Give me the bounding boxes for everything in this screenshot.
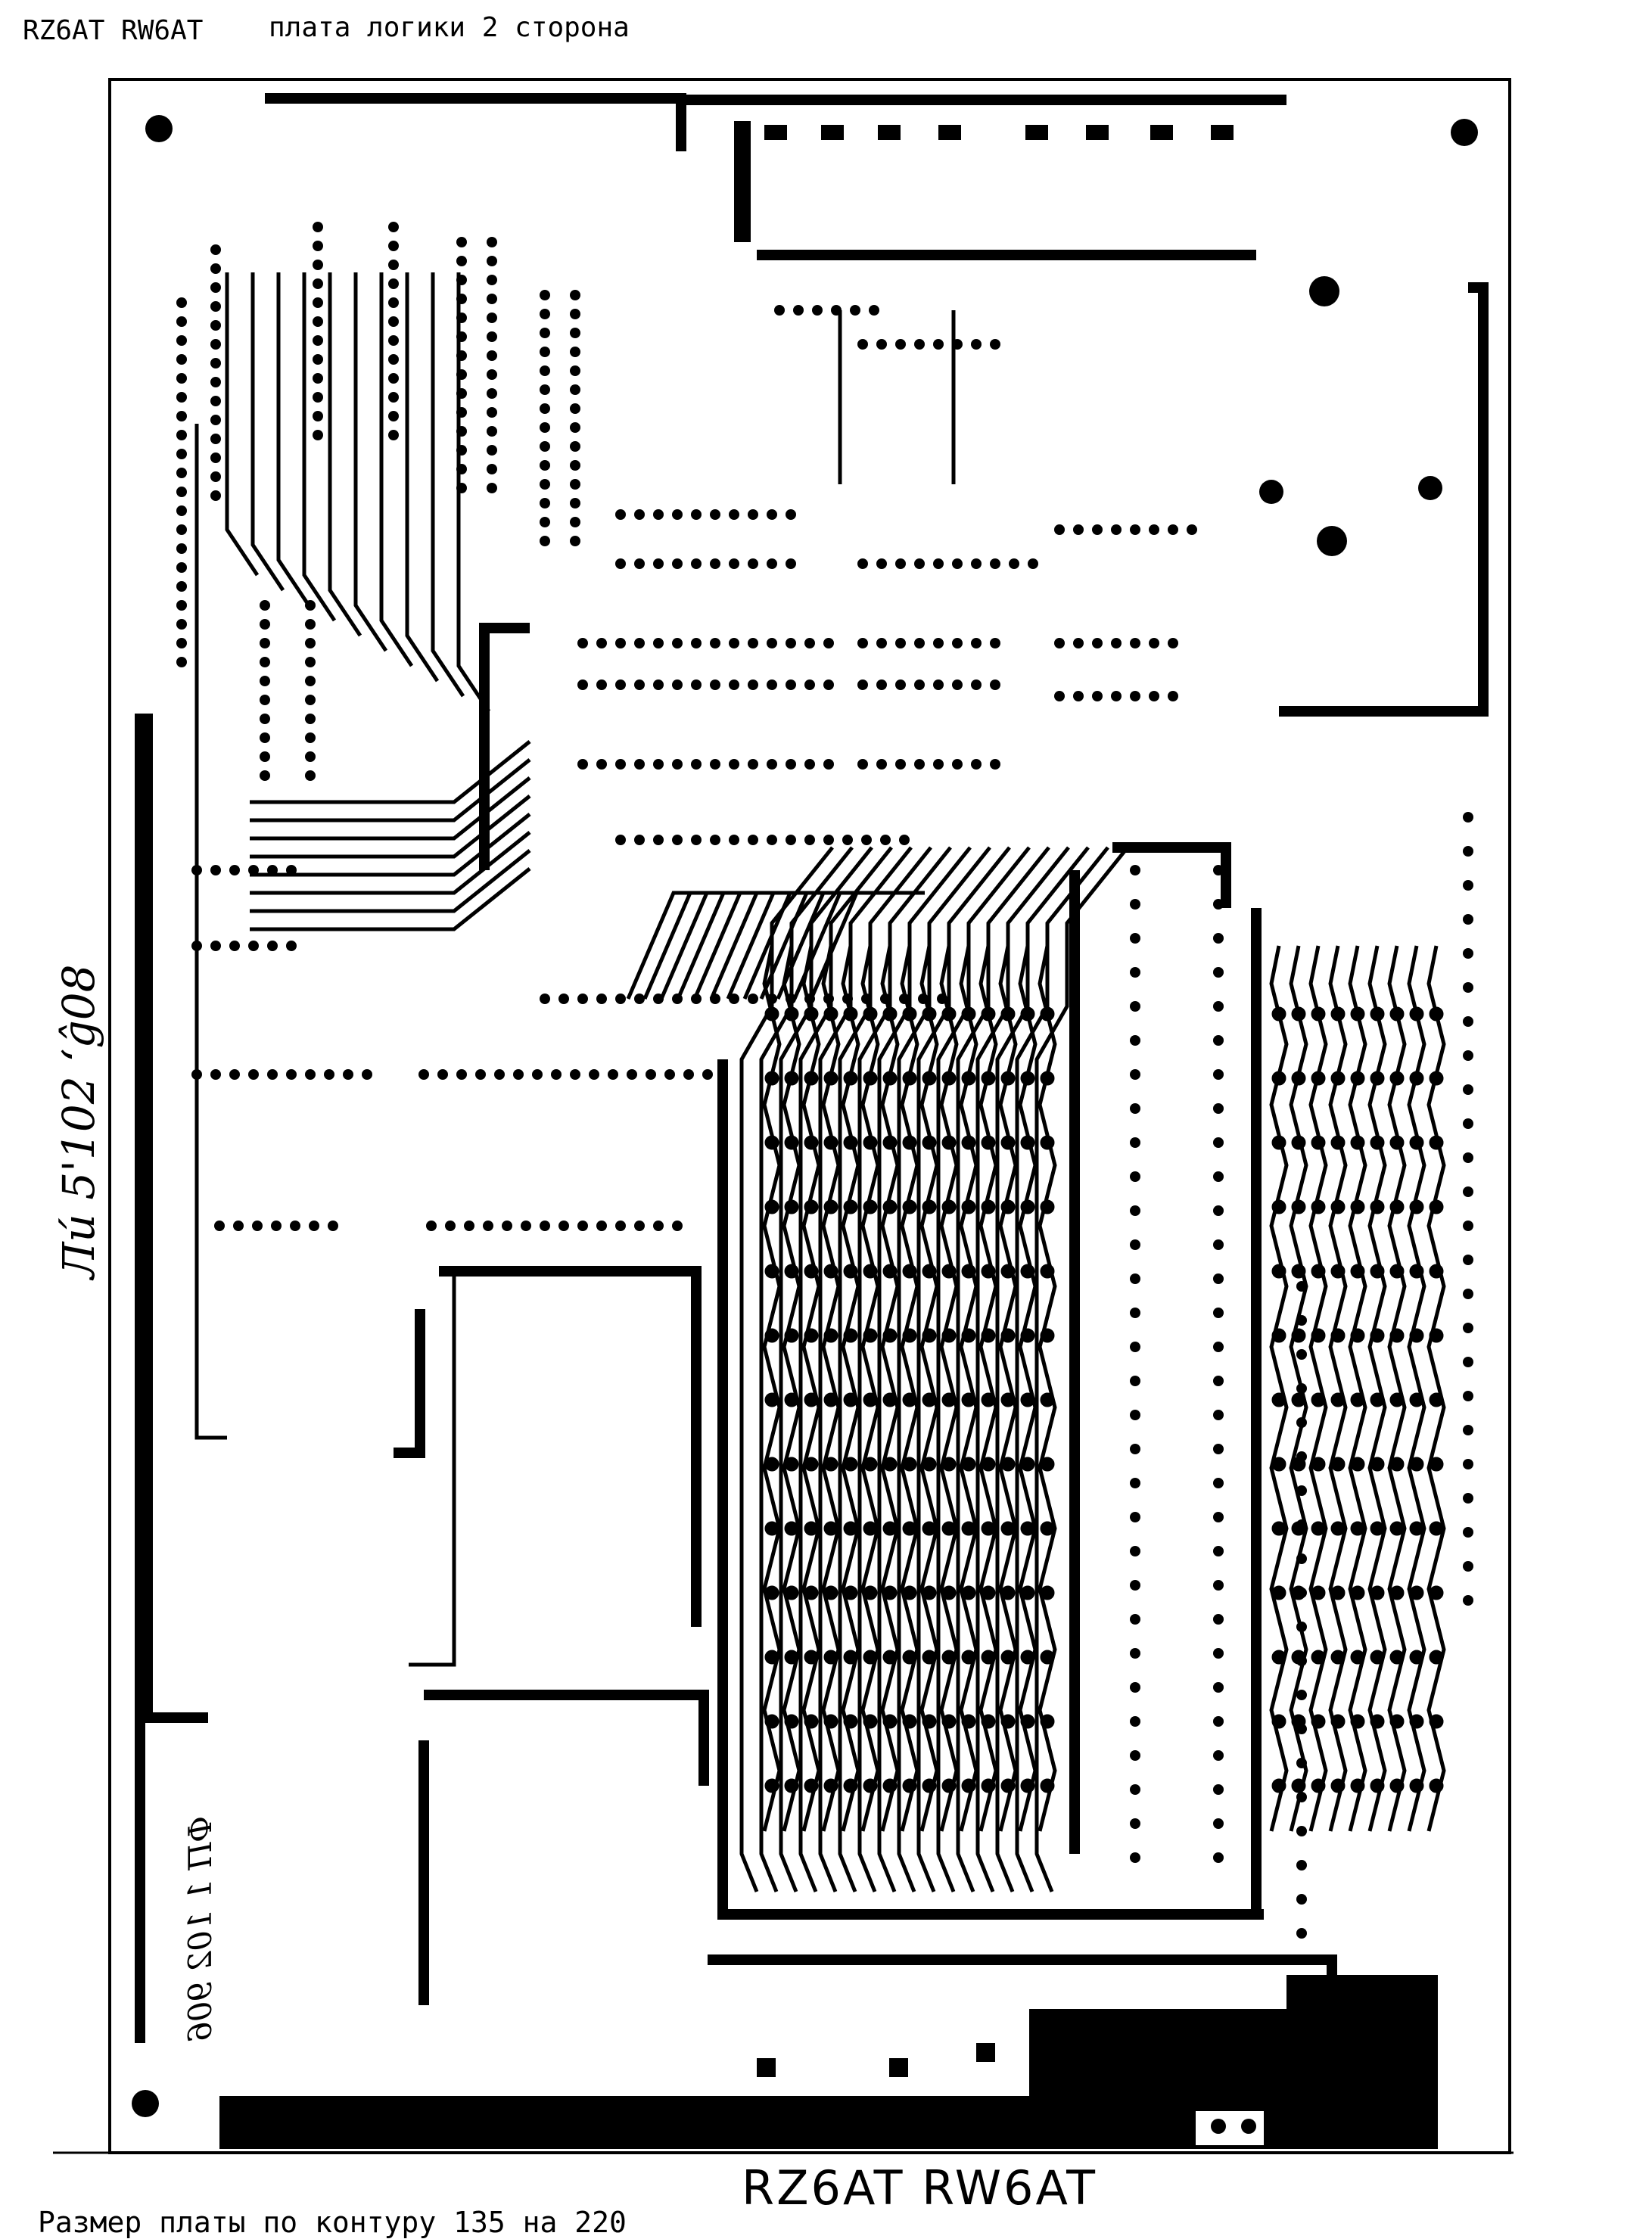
margin-note-left: Ли́ 5'102 ‘ĝ08 — [53, 964, 104, 1279]
ground-plane-bottom-step — [1286, 1975, 1438, 2013]
mount-hole-tl — [145, 115, 173, 142]
header-title: плата логики 2 сторона — [269, 12, 630, 43]
footer-callsigns: RZ6AT RW6AT — [742, 2160, 1097, 2216]
margin-note-inner: ФП 1 102 906 — [182, 1816, 219, 2042]
board-outline — [108, 78, 1511, 2154]
misc-pads — [757, 276, 1442, 2077]
memory-block-left — [762, 945, 1057, 1832]
ground-plane-bottom-left — [219, 2096, 1037, 2149]
mount-hole-tr — [1451, 119, 1478, 146]
header-authors: RZ6AT RW6AT — [23, 15, 204, 46]
power-traces — [135, 93, 1489, 2043]
memory-block-right — [1269, 945, 1446, 1832]
footer-size-note: Размер платы по контуру 135 на 220 — [38, 2206, 627, 2239]
mount-hole-bl — [132, 2090, 159, 2117]
top-connector — [681, 95, 1286, 260]
